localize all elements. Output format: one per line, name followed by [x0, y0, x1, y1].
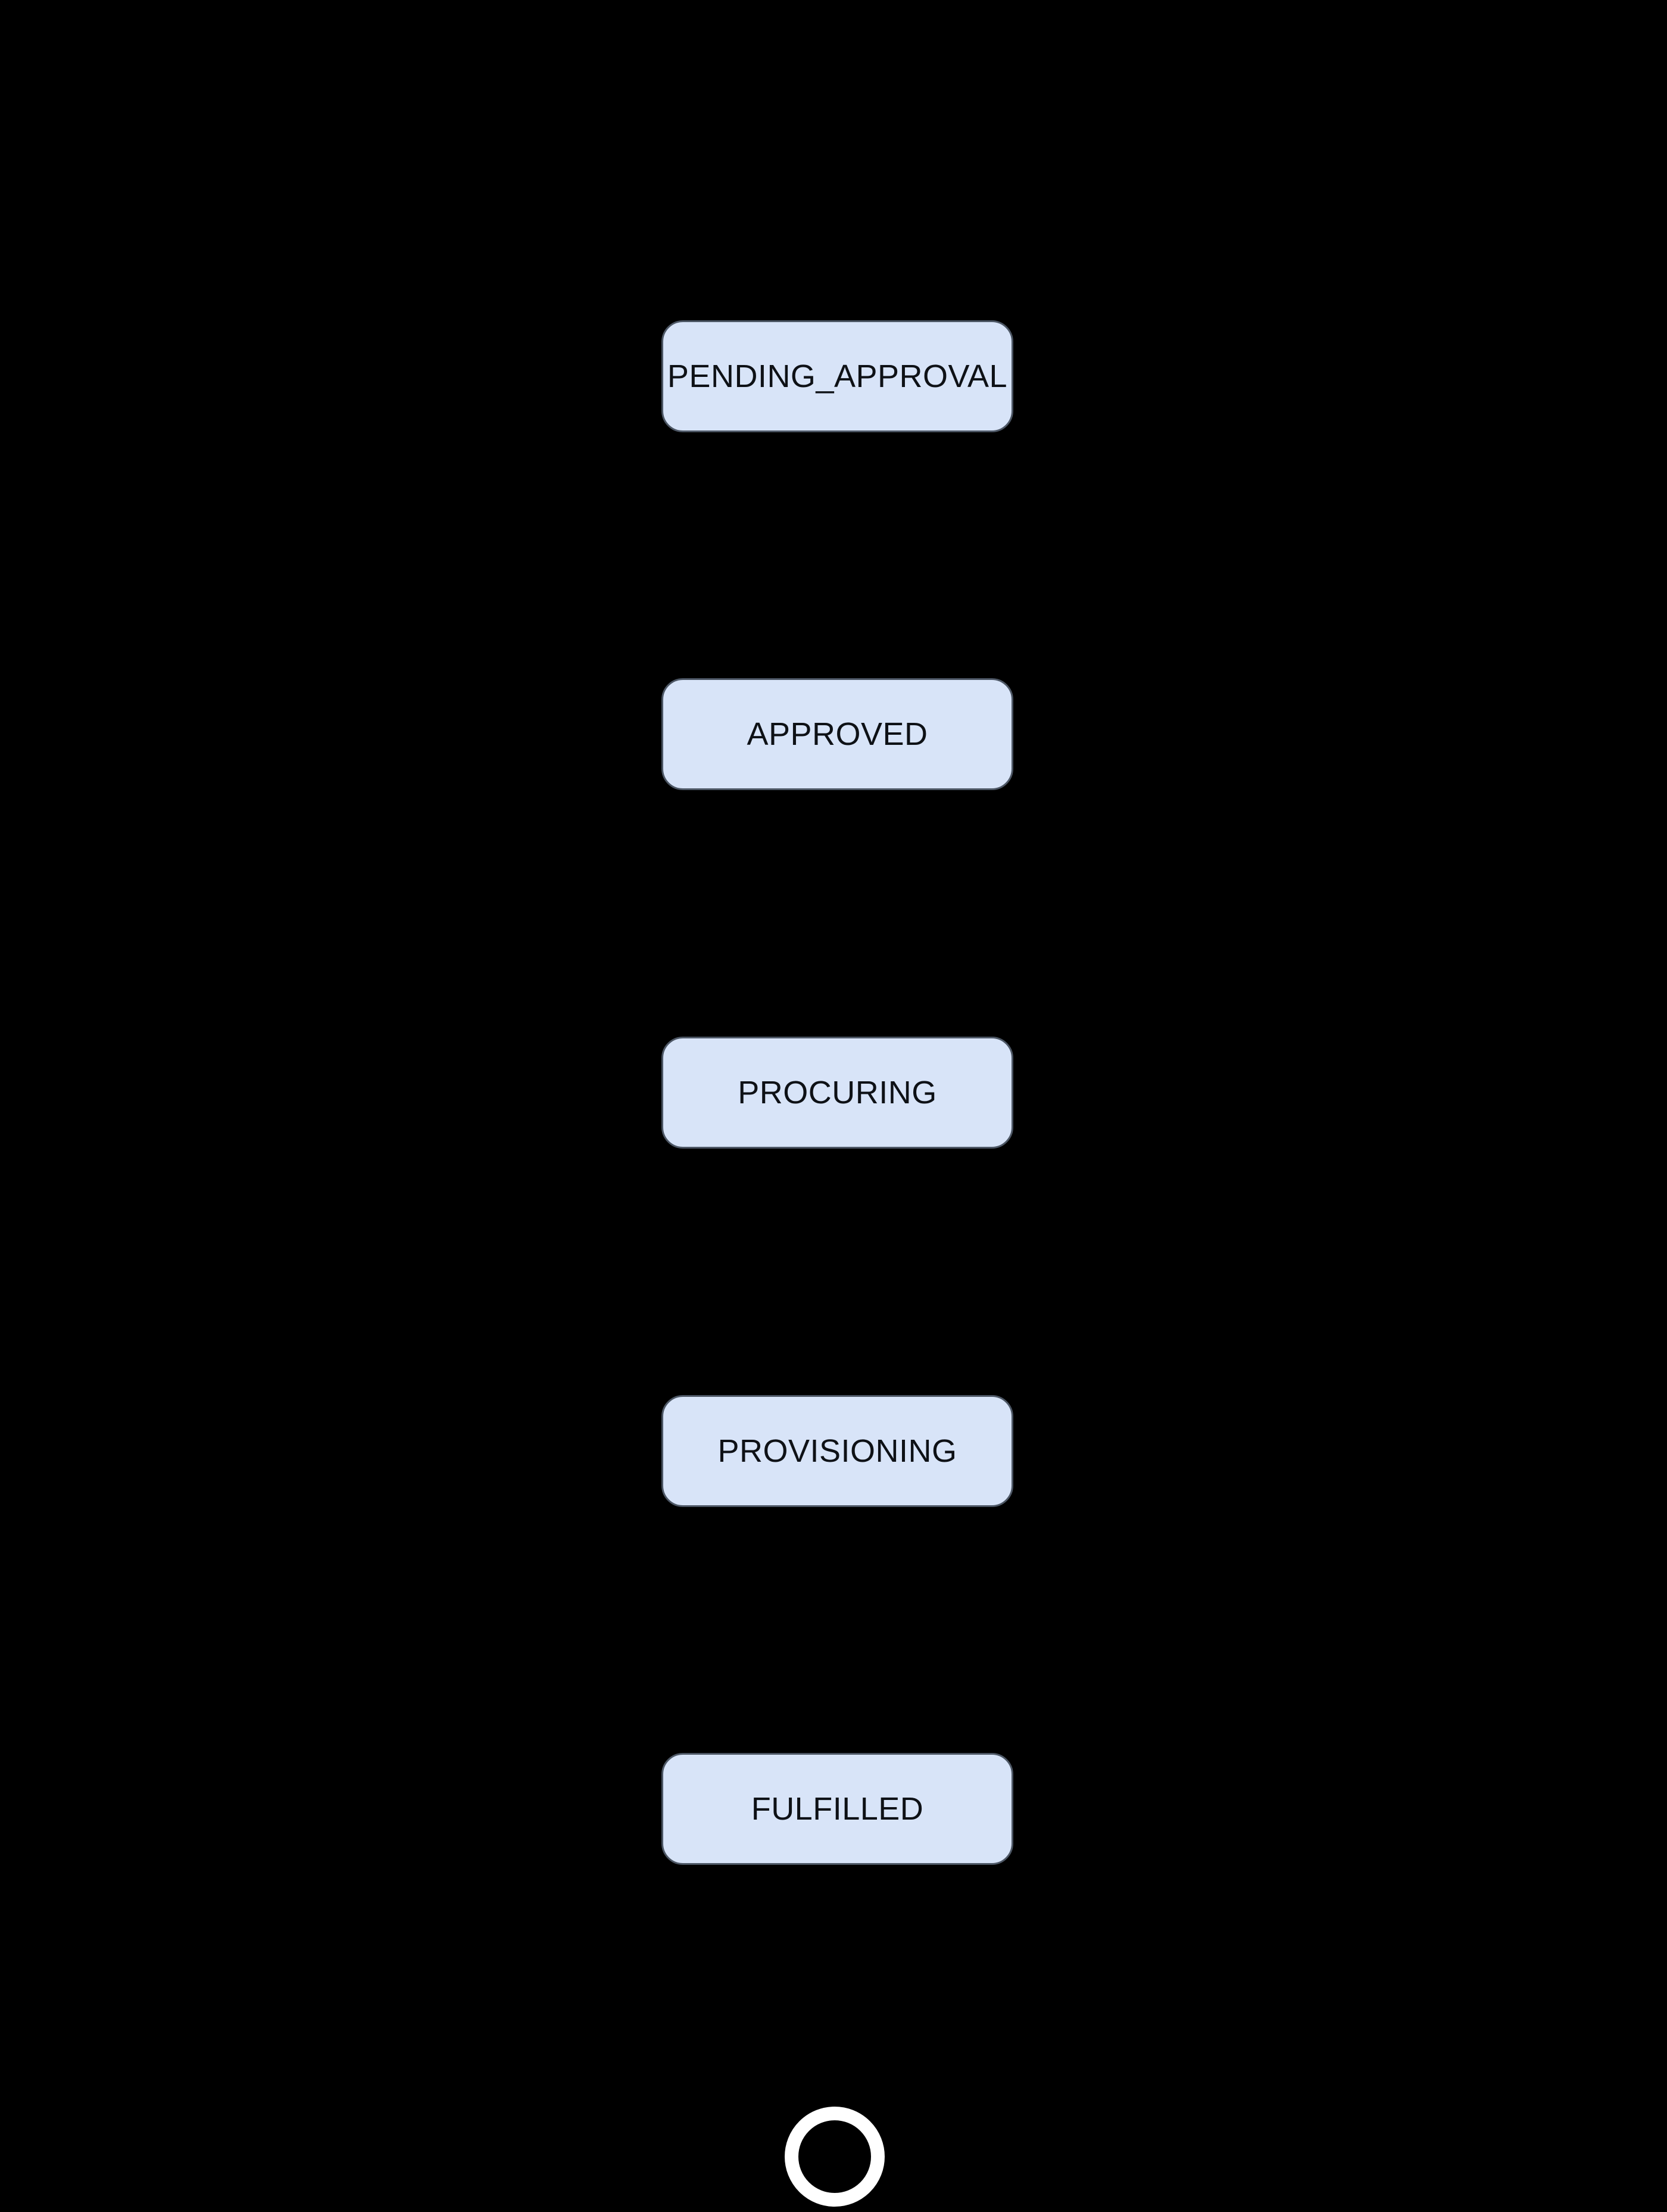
state-label-approved: APPROVED [747, 716, 928, 752]
state-node-provisioning: PROVISIONING [661, 1395, 1013, 1507]
state-label-pending-approval: PENDING_APPROVAL [667, 358, 1008, 394]
state-node-pending-approval: PENDING_APPROVAL [661, 320, 1013, 432]
state-node-approved: APPROVED [661, 678, 1013, 790]
state-label-procuring: PROCURING [738, 1075, 937, 1110]
state-label-provisioning: PROVISIONING [717, 1433, 957, 1469]
final-state-ring-icon [785, 2107, 885, 2207]
state-node-fulfilled: FULFILLED [661, 1753, 1013, 1865]
state-node-procuring: PROCURING [661, 1037, 1013, 1149]
state-label-fulfilled: FULFILLED [751, 1791, 924, 1827]
